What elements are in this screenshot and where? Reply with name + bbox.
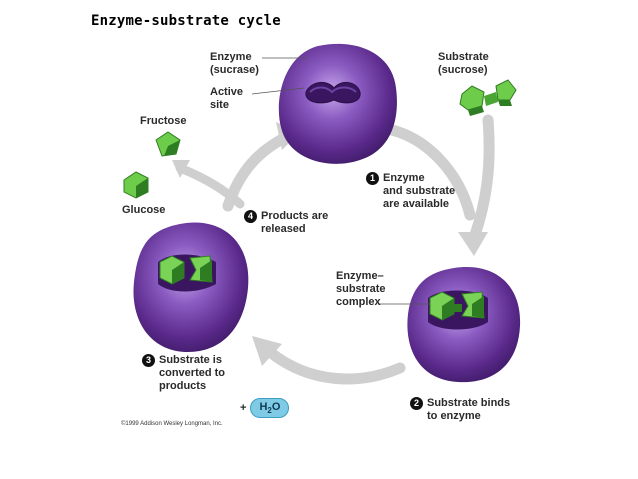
enzyme-label-line2: (sucrase) [210,64,259,76]
complex-label: Enzyme– substrate complex [336,270,386,309]
enzyme-substrate-complex [407,267,521,383]
enzyme-label-line1: Enzyme [210,51,252,63]
step-4-line2: released [261,223,306,235]
step-1-number: 1 [366,172,379,185]
cycle-arrow-bottom [264,346,406,385]
cycle-arrow-right-head [458,232,488,256]
water-o: O [271,401,281,413]
step-1-text: Enzyme and substrate are available [383,172,455,211]
glucose-label: Glucose [122,204,166,216]
water-input: + H2O [240,398,290,419]
step-2-line1: Substrate binds [427,397,511,409]
active-site-leader-line [251,87,305,95]
water-subscript: 2 [267,406,272,416]
glucose-molecule [123,171,149,199]
enzyme-with-products [133,222,249,352]
enzyme-label: Enzyme (sucrase) [210,51,259,77]
step-4: 4 Products are released [244,210,328,236]
active-site-label-line1: Active [210,86,244,98]
step-1-line2: and substrate [383,185,456,197]
step-3-line3: products [159,380,207,392]
fructose-molecule [155,131,181,157]
water-molecule-badge: H2O [250,398,290,419]
substrate-label: Substrate (sucrose) [438,51,489,77]
cycle-arrow-top-right [386,124,476,221]
step-4-line1: Products are [261,210,329,222]
product-arrow [175,163,245,209]
complex-label-line1: Enzyme– [336,270,384,282]
step-2-text: Substrate binds to enzyme [427,397,510,423]
step-2-number: 2 [410,397,423,410]
step-1-line1: Enzyme [383,172,425,184]
step-1: 1 Enzyme and substrate are available [366,172,455,211]
substrate-label-line2: (sucrose) [438,64,488,76]
page-title: Enzyme-substrate cycle [91,13,281,29]
step-4-text: Products are released [261,210,328,236]
enzyme-sucrase [278,43,397,164]
water-plus-sign: + [240,402,247,415]
substrate-sucrose-molecule [459,79,517,116]
fructose-label: Fructose [140,115,187,127]
step-4-number: 4 [244,210,257,223]
step-1-line3: are available [383,198,450,210]
step-3-line1: Substrate is [159,354,222,366]
product-arrow-head [172,160,190,178]
step-3-line2: converted to [159,367,226,379]
active-site-label: Active site [210,86,243,112]
water-h: H [259,401,268,413]
substrate-arrow [469,114,495,241]
step-2: 2 Substrate binds to enzyme [410,397,510,423]
active-site-label-line2: site [210,99,229,111]
step-3: 3 Substrate is converted to products [142,354,225,393]
step-3-text: Substrate is converted to products [159,354,225,393]
cycle-arrow-bottom-head [252,336,282,366]
step-3-number: 3 [142,354,155,367]
complex-label-line3: complex [336,296,381,308]
step-2-line2: to enzyme [427,410,481,422]
substrate-label-line1: Substrate [438,51,489,63]
copyright-notice: ©1999 Addison Wesley Longman, Inc. [121,421,223,427]
complex-label-line2: substrate [336,283,386,295]
